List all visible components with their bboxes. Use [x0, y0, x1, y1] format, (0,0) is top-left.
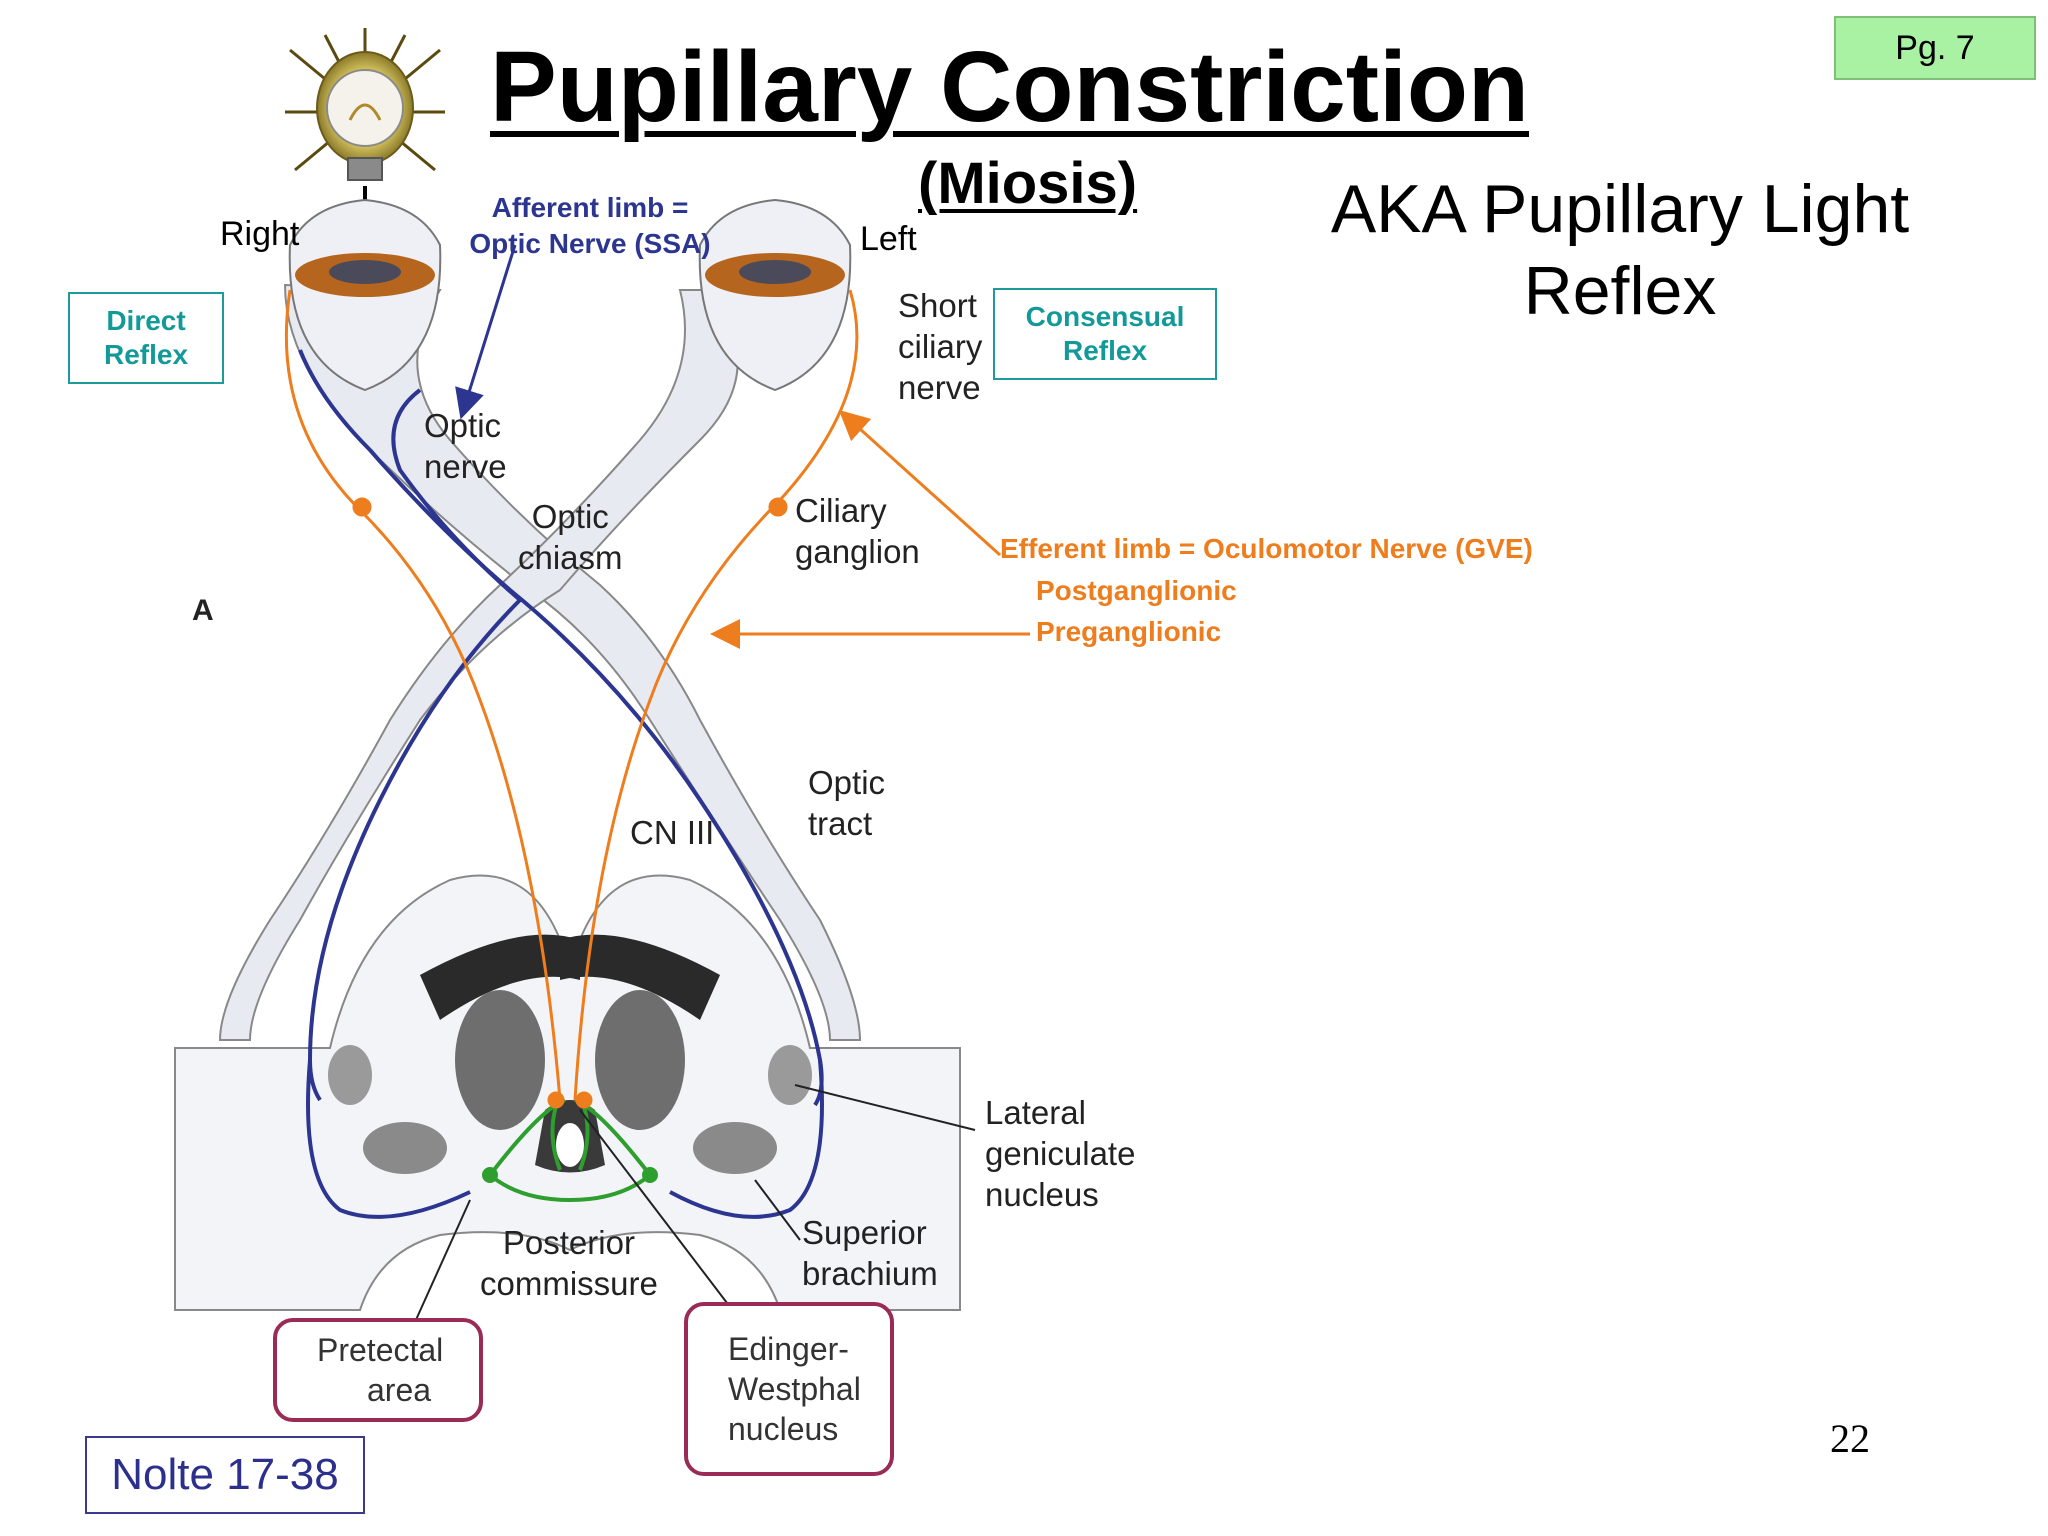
lgn-line1: Lateral: [985, 1094, 1086, 1131]
slide-subtitle: (Miosis): [918, 151, 1138, 216]
superior-brachium-line2: brachium: [802, 1255, 938, 1292]
direct-reflex-line2: Reflex: [103, 339, 189, 370]
consensual-reflex-line2: Reflex: [1062, 335, 1148, 366]
optic-tract-label: Optic tract: [808, 762, 885, 844]
superior-brachium-label: Superior brachium: [802, 1212, 938, 1294]
ew-line1: Edinger-: [728, 1331, 849, 1367]
optic-chiasm-line2: chiasm: [518, 539, 623, 576]
short-ciliary-line1: Short: [898, 287, 977, 324]
ciliary-ganglion-line1: Ciliary: [795, 492, 887, 529]
afferent-label-line1: Afferent limb =: [491, 192, 689, 223]
superior-brachium-line1: Superior: [802, 1214, 927, 1251]
lgn-line3: nucleus: [985, 1176, 1099, 1213]
preganglionic-label: Preganglionic: [1036, 616, 1222, 647]
optic-tract-line2: tract: [808, 805, 873, 842]
slide-title: Pupillary Constriction: [490, 31, 1530, 143]
brachium-leader-line: [754, 1179, 801, 1241]
right-label: Right: [220, 215, 300, 253]
consensual-reflex-box: Consensual Reflex: [993, 288, 1217, 380]
optic-chiasm-line1: Optic: [531, 498, 609, 535]
consensual-reflex-line1: Consensual: [1025, 301, 1185, 332]
short-ciliary-line2: ciliary: [898, 328, 983, 365]
postganglionic-label: Postganglionic: [1036, 575, 1237, 606]
ew-leader-line: [579, 1109, 741, 1321]
optic-nerve-line2: nerve: [424, 448, 507, 485]
pretectal-area-box: Pretectal area: [273, 1318, 483, 1422]
figure-letter: A: [192, 594, 214, 627]
afferent-pathway: [298, 349, 824, 1219]
afferent-pointer-arrow: [455, 244, 517, 420]
left-label: Left: [860, 220, 917, 258]
left-eye: [698, 198, 852, 392]
direct-reflex-box: Direct Reflex: [68, 292, 224, 384]
short-ciliary-nerve-label: Short ciliary nerve: [898, 285, 982, 408]
right-eye: [288, 198, 442, 392]
efferent-pathway: [284, 289, 859, 1109]
ciliary-ganglion-line2: ganglion: [795, 533, 920, 570]
edinger-westphal-box: Edinger- Westphal nucleus: [684, 1302, 894, 1476]
posterior-commissure-line1: Posterior: [502, 1224, 635, 1261]
posterior-commissure-line2: commissure: [480, 1265, 658, 1302]
afferent-label-line2: Optic Nerve (SSA): [469, 228, 711, 259]
slide-number: 22: [1830, 1416, 1870, 1461]
ew-line3: nucleus: [728, 1411, 839, 1447]
optic-tract-line1: Optic: [808, 764, 886, 801]
optic-nerve-label: Optic nerve: [424, 405, 507, 487]
citation-box: Nolte 17-38: [85, 1436, 365, 1514]
optic-pathway-structure: [174, 283, 961, 1311]
ew-line2: Westphal: [728, 1371, 861, 1407]
short-ciliary-line3: nerve: [898, 369, 981, 406]
pretectal-line1: Pretectal: [317, 1332, 444, 1368]
light-bulb-icon: [285, 28, 445, 181]
lgn-line2: geniculate: [985, 1135, 1136, 1172]
afferent-label: Afferent limb = Optic Nerve (SSA): [460, 190, 720, 262]
postganglionic-pointer-arrow: [838, 409, 1002, 557]
posterior-commissure-label: Posterior commissure: [480, 1222, 658, 1304]
lateral-geniculate-label: Lateral geniculate nucleus: [985, 1092, 1135, 1215]
ciliary-ganglion-label: Ciliary ganglion: [795, 490, 920, 572]
optic-chiasm-label: Optic chiasm: [518, 496, 623, 578]
pretectal-line2: area: [367, 1372, 432, 1408]
cn3-label: CN III: [630, 814, 715, 851]
efferent-label: Efferent limb = Oculomotor Nerve (GVE): [1000, 533, 1533, 564]
pretectal-leader-line: [414, 1199, 471, 1323]
direct-reflex-line1: Direct: [106, 305, 186, 336]
aka-caption: AKA Pupillary Light Reflex: [1330, 171, 1910, 329]
optic-nerve-line1: Optic: [424, 407, 502, 444]
page-badge: Pg. 7: [1834, 16, 2036, 80]
lgn-leader-line: [794, 1084, 976, 1131]
